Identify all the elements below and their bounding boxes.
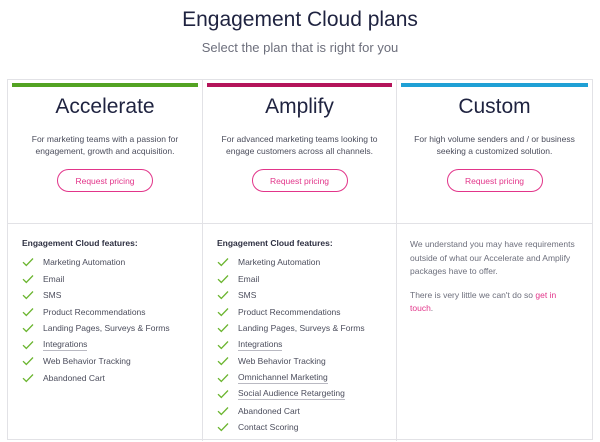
feature-item: Integrations bbox=[217, 337, 365, 354]
check-icon bbox=[217, 406, 229, 416]
feature-item: Web Behavior Tracking bbox=[217, 353, 365, 370]
plan-color-bar bbox=[207, 83, 392, 87]
feature-label: Landing Pages, Surveys & Forms bbox=[43, 323, 170, 334]
feature-label: SMS bbox=[238, 290, 257, 301]
check-icon bbox=[22, 274, 34, 284]
feature-link-omnichannel[interactable]: Omnichannel Marketing bbox=[238, 371, 328, 384]
plan-card-custom: Custom For high volume senders and / or … bbox=[396, 80, 592, 441]
plan-name: Custom bbox=[458, 95, 531, 118]
contact-period: . bbox=[430, 303, 434, 313]
feature-label: Abandoned Cart bbox=[238, 405, 300, 416]
plan-card-accelerate: Accelerate For marketing teams with a pa… bbox=[8, 80, 202, 441]
plan-color-bar bbox=[401, 83, 588, 87]
feature-label: Product Recommendations bbox=[43, 306, 146, 317]
feature-list: Marketing Automation Email SMS Product R… bbox=[22, 254, 170, 386]
check-icon bbox=[22, 291, 34, 300]
check-icon bbox=[217, 291, 229, 300]
feature-label: Contact Scoring bbox=[238, 422, 299, 433]
feature-label: Email bbox=[43, 273, 65, 284]
check-icon bbox=[217, 357, 229, 366]
check-icon bbox=[217, 390, 229, 399]
feature-item: Product Recommendations bbox=[217, 304, 365, 321]
feature-item: Email bbox=[217, 271, 365, 288]
feature-item: Contact Scoring bbox=[217, 419, 365, 436]
feature-item: Landing Pages, Surveys & Forms bbox=[217, 320, 365, 337]
features-heading: Engagement Cloud features: bbox=[217, 238, 333, 248]
custom-paragraph: We understand you may have requirements … bbox=[410, 239, 575, 276]
custom-contact-paragraph: There is very little we can't do so get … bbox=[410, 289, 580, 316]
plan-color-bar bbox=[12, 83, 198, 87]
request-pricing-button[interactable]: Request pricing bbox=[57, 169, 153, 192]
check-icon bbox=[217, 307, 229, 317]
plan-card-amplify: Amplify For advanced marketing teams loo… bbox=[202, 80, 396, 441]
feature-item: Abandoned Cart bbox=[22, 370, 170, 387]
feature-label: Marketing Automation bbox=[238, 257, 321, 268]
plan-name: Accelerate bbox=[55, 95, 155, 118]
custom-plan-text: We understand you may have requirements … bbox=[410, 238, 580, 326]
request-pricing-button[interactable]: Request pricing bbox=[251, 169, 348, 192]
plan-description: For marketing teams with a passion for e… bbox=[31, 134, 179, 156]
feature-link-integrations[interactable]: Integrations bbox=[43, 338, 88, 351]
feature-item: Marketing Automation bbox=[217, 254, 365, 271]
feature-label: Marketing Automation bbox=[43, 257, 126, 268]
feature-list: Marketing Automation Email SMS Product R… bbox=[217, 254, 365, 436]
check-icon bbox=[22, 258, 34, 267]
feature-item: Email bbox=[22, 271, 170, 288]
check-icon bbox=[22, 324, 34, 333]
feature-label: Web Behavior Tracking bbox=[238, 356, 326, 367]
section-divider bbox=[8, 223, 592, 224]
get-in-touch-link[interactable]: get in touch bbox=[410, 289, 557, 314]
feature-label: Landing Pages, Surveys & Forms bbox=[238, 323, 365, 334]
request-pricing-button[interactable]: Request pricing bbox=[446, 169, 543, 192]
feature-item: Omnichannel Marketing bbox=[217, 370, 365, 387]
check-icon bbox=[217, 274, 229, 284]
check-icon bbox=[217, 258, 229, 267]
feature-link-integrations[interactable]: Integrations bbox=[238, 338, 283, 351]
plan-name: Amplify bbox=[265, 95, 334, 118]
feature-item: Web Behavior Tracking bbox=[22, 353, 170, 370]
check-icon bbox=[217, 373, 229, 383]
features-heading: Engagement Cloud features: bbox=[22, 238, 138, 248]
check-icon bbox=[22, 373, 34, 383]
feature-label: Product Recommendations bbox=[238, 306, 341, 317]
feature-item: Marketing Automation bbox=[22, 254, 170, 271]
feature-label: Email bbox=[238, 273, 260, 284]
feature-label: Abandoned Cart bbox=[43, 372, 105, 383]
page-title: Engagement Cloud plans bbox=[182, 8, 418, 31]
feature-item: Social Audience Retargeting bbox=[217, 386, 365, 403]
feature-item: Abandoned Cart bbox=[217, 403, 365, 420]
feature-item: Integrations bbox=[22, 337, 170, 354]
feature-item: SMS bbox=[22, 287, 170, 304]
check-icon bbox=[22, 307, 34, 317]
plan-description: For high volume senders and / or busines… bbox=[414, 134, 575, 156]
feature-link-social-retargeting[interactable]: Social Audience Retargeting bbox=[238, 388, 345, 401]
contact-text: There is very little we can't do so bbox=[410, 289, 534, 300]
feature-item: Product Recommendations bbox=[22, 304, 170, 321]
plan-description: For advanced marketing teams looking to … bbox=[221, 134, 378, 156]
check-icon bbox=[217, 423, 229, 432]
feature-item: Landing Pages, Surveys & Forms bbox=[22, 320, 170, 337]
check-icon bbox=[217, 340, 229, 350]
feature-label: Web Behavior Tracking bbox=[43, 356, 131, 367]
feature-label: SMS bbox=[43, 290, 62, 301]
page-subtitle: Select the plan that is right for you bbox=[201, 40, 399, 55]
pricing-table: Accelerate For marketing teams with a pa… bbox=[7, 79, 593, 441]
feature-item: SMS bbox=[217, 287, 365, 304]
check-icon bbox=[22, 340, 34, 350]
check-icon bbox=[22, 357, 34, 366]
check-icon bbox=[217, 324, 229, 333]
